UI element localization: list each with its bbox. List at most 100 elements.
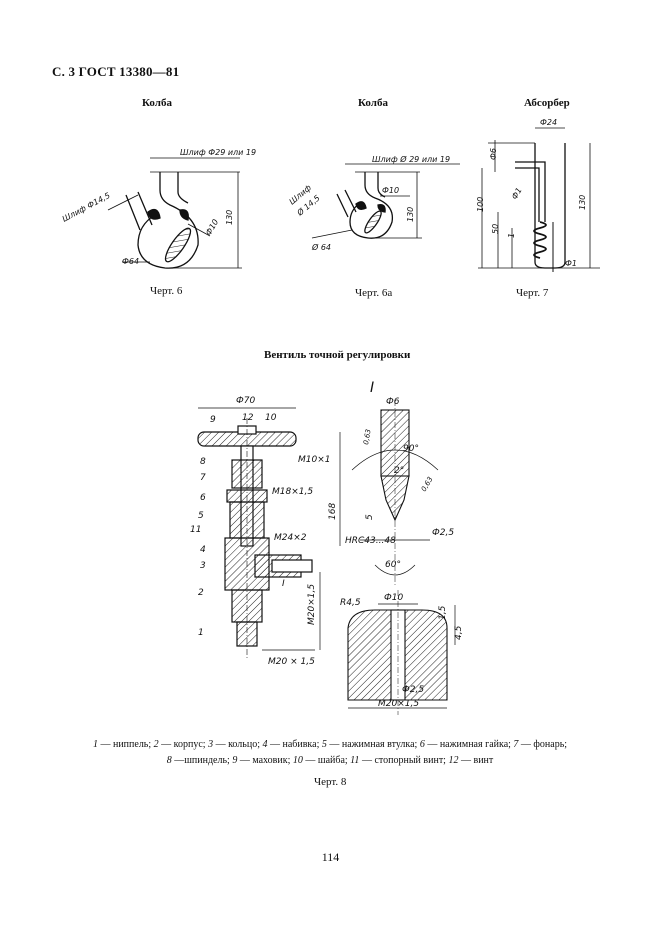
legend-text: — нажимная гайка; (424, 739, 514, 750)
page-header: С. 3 ГОСТ 13380—81 (52, 64, 180, 79)
legend-text: —шпиндель; (171, 755, 233, 766)
legend-text: — винт (458, 755, 494, 766)
dim-label: НRС43...48 (345, 536, 396, 546)
figure-6a-caption: Черт. 6а (355, 287, 393, 299)
legend-num: 3 (208, 739, 214, 750)
part-label: 7 (200, 473, 206, 483)
legend-text: — ниппель; (97, 739, 154, 750)
legend-num: 2 (153, 739, 159, 750)
dim-label: Ф10 (384, 593, 403, 603)
dim-label: Ф10 (204, 218, 220, 237)
dim-label: 1 (507, 233, 516, 238)
dim-label: Шлиф Ф14,5 (61, 191, 112, 224)
part-label: 2 (198, 588, 204, 598)
part-label: 11 (190, 525, 201, 535)
legend-num: 1 (92, 739, 98, 750)
dim-label: Шлиф Ф29 или 19 (180, 148, 256, 157)
figure-7-drawing (478, 127, 600, 272)
figure-6a-drawing (311, 163, 460, 239)
part-label: 10 (265, 413, 277, 423)
legend-text: — набивка; (267, 739, 322, 750)
legend-num: 7 (513, 739, 519, 750)
part-label: 12 (242, 413, 254, 423)
dim-label: Ф1 (510, 186, 524, 201)
part-label: 6 (200, 493, 206, 503)
dim-label: М20 × 1,5 (268, 657, 315, 667)
dim-label: М24×2 (274, 533, 307, 543)
dim-label: М10×1 (298, 455, 330, 465)
legend-text: — фонарь; (518, 739, 568, 750)
dim-label: 5 (365, 514, 375, 520)
legend-text: — нажимная втулка; (326, 739, 420, 750)
dim-label: 0,63 (362, 429, 373, 446)
figure-8-title: Вентиль точной регулировки (264, 349, 411, 361)
part-label: 8 (200, 457, 206, 467)
dim-label: 130 (578, 195, 587, 210)
dim-label: 168 (328, 503, 338, 520)
section-mark: I (282, 579, 285, 589)
dim-label: Ф6 (386, 397, 400, 407)
detail-mark: I (370, 380, 374, 396)
dim-label: 1,5 (438, 605, 448, 620)
figure-8-caption: Черт. 8 (314, 776, 347, 788)
dim-label: 130 (406, 207, 415, 222)
detail-needle-labels: I Ф6 0,63 90° 2° 0,63 5 Ф2,5 НRС43...48 … (345, 380, 454, 570)
dim-label: Ф70 (236, 396, 255, 406)
legend-text: — стопорный винт; (359, 755, 449, 766)
legend-text: — корпус; (158, 739, 209, 750)
figure-6-drawing (107, 157, 242, 269)
legend-num: 11 (350, 755, 360, 766)
dim-label: 2° (394, 466, 404, 476)
legend-text: — шайба; (302, 755, 351, 766)
page-number: 114 (321, 850, 340, 864)
figure-6-title: Колба (142, 97, 172, 109)
legend-num: 6 (419, 739, 425, 750)
dim-label: Шлиф Ø 29 или 19 (372, 154, 450, 164)
legend-num: 5 (321, 739, 327, 750)
part-label: 5 (198, 511, 204, 521)
part-label: 3 (200, 561, 206, 571)
dim-label: Ø 64 (311, 242, 331, 252)
dim-label: 60° (385, 560, 401, 570)
legend-num: 4 (262, 739, 268, 750)
dim-label: М18×1,5 (272, 487, 313, 497)
detail-seat-labels: R4,5 Ф10 1,5 4,5 Ф2,5 М20×1,5 (340, 593, 464, 709)
figure-7-title: Абсорбер (524, 97, 570, 109)
legend-num: 12 (448, 755, 459, 766)
dim-label: Ф64 (122, 257, 139, 266)
dim-label: 100 (476, 197, 485, 212)
dim-label: R4,5 (340, 598, 361, 608)
figure-6-caption: Черт. 6 (150, 285, 183, 297)
dim-label: 50 (491, 224, 500, 234)
part-label: 4 (200, 545, 206, 555)
dim-label: Ф2,5 (402, 685, 424, 695)
valve-drawing (197, 407, 341, 660)
parts-legend: 1 — ниппель; 2 — корпус; 3 — кольцо; 4 —… (40, 737, 620, 769)
figure-6a-labels: Шлиф Ø 29 или 19 Шлиф Ø 14,5 Ф10 130 Ø 6… (288, 154, 451, 252)
dim-label: 130 (225, 210, 234, 225)
dim-label: Ф24 (540, 118, 557, 127)
dim-label: М20×1,5 (378, 699, 419, 709)
part-label: 9 (210, 415, 216, 425)
dim-label: 90° (403, 444, 419, 454)
figure-6-labels: Шлиф Ф29 или 19 Шлиф Ф14,5 Ф10 130 Ф64 (61, 148, 256, 266)
dim-label: М20×1,5 (307, 584, 317, 625)
dim-label: 4,5 (454, 625, 464, 640)
dim-label: Ф2,5 (432, 528, 454, 538)
part-label: 1 (198, 628, 204, 638)
detail-needle-tip (351, 400, 439, 585)
figure-7-caption: Черт. 7 (516, 287, 549, 299)
figure-7-labels: Ф24 Ф6 Ф1 100 50 1 130 Ф1 (476, 118, 587, 268)
dim-label: Ф1 (565, 259, 577, 268)
valve-labels: Ф70 9 12 10 8 М10×1 7 М18×1,5 6 5 11 4 3… (190, 396, 338, 667)
dim-label: 0,63 (420, 475, 435, 493)
legend-num: 10 (292, 755, 303, 766)
legend-text: — кольцо; (213, 739, 263, 750)
legend-text: — маховик; (237, 755, 293, 766)
legend-num: 9 (232, 755, 238, 766)
figure-6a-title: Колба (358, 97, 388, 109)
dim-label: Ф10 (382, 186, 399, 195)
detail-seat (347, 590, 456, 715)
legend-num: 8 (166, 755, 172, 766)
